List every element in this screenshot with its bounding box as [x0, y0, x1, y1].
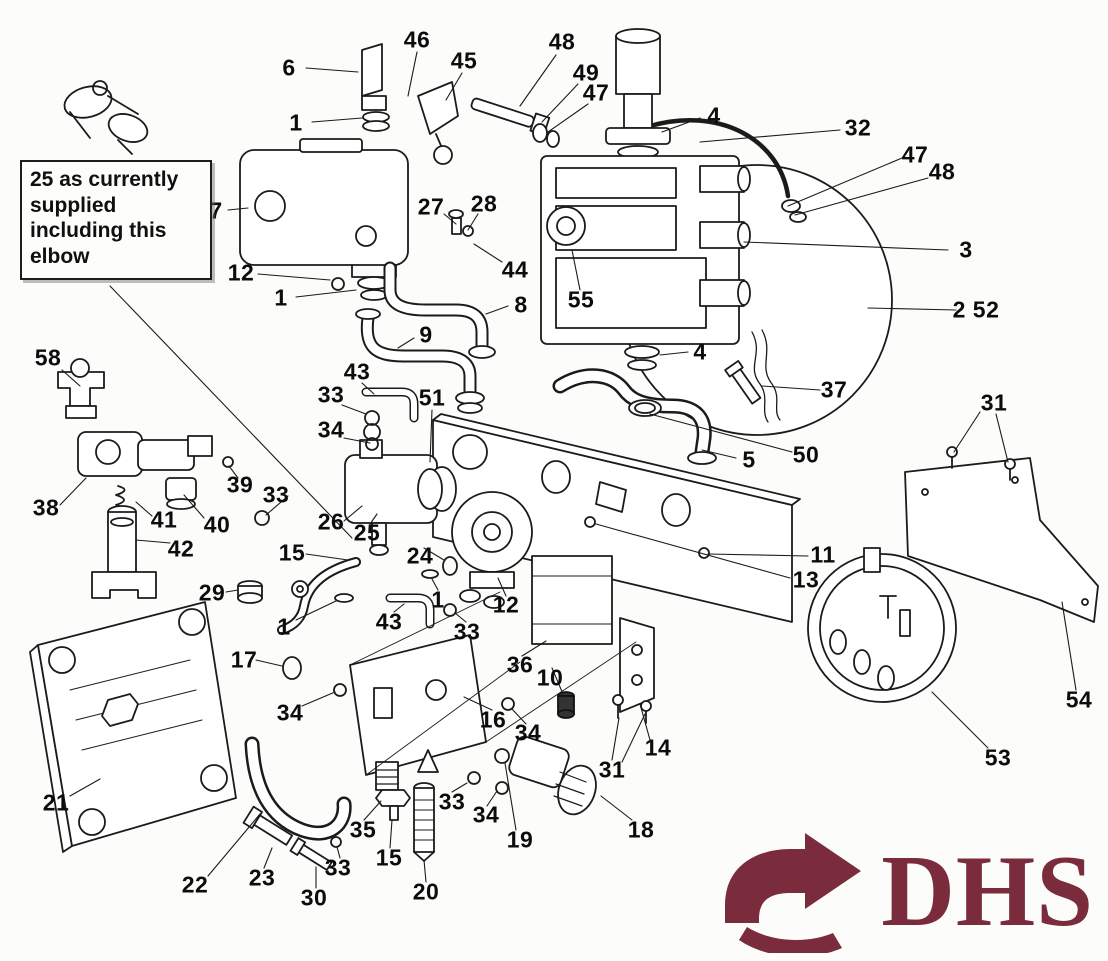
- diverter-valve-art: [344, 423, 458, 579]
- annotation-box: 25 as currently supplied including this …: [20, 160, 212, 281]
- cone-45-art: [417, 81, 474, 237]
- heat-exchanger-art: [29, 601, 237, 853]
- leader-lines: [59, 51, 1077, 889]
- construction-lines: [351, 591, 637, 776]
- dhs-logo-arrows-icon: [725, 833, 862, 953]
- dhs-logo: DHS: [709, 831, 1094, 953]
- mounting-plate-art: [432, 413, 801, 623]
- bracket-6-art: [361, 43, 390, 132]
- bottom-manifold-art: [330, 410, 515, 862]
- pump-volute-art: [334, 491, 533, 617]
- bracket-54-art: [904, 446, 1099, 623]
- bolt-37-art: [724, 360, 762, 405]
- control-valve-art: [540, 155, 781, 423]
- valve-18-art: [508, 735, 597, 816]
- left-valve-group-art: [57, 358, 309, 680]
- pressure-switch-art: [807, 547, 957, 703]
- pipes-art: [277, 261, 717, 635]
- hose-22-art: [244, 736, 352, 841]
- injector-art: [470, 97, 560, 148]
- top-cylinder-art: [605, 28, 671, 159]
- elbow-sketch-art: [63, 80, 149, 155]
- pump-art: [239, 138, 409, 301]
- dhs-logo-text: DHS: [881, 834, 1094, 948]
